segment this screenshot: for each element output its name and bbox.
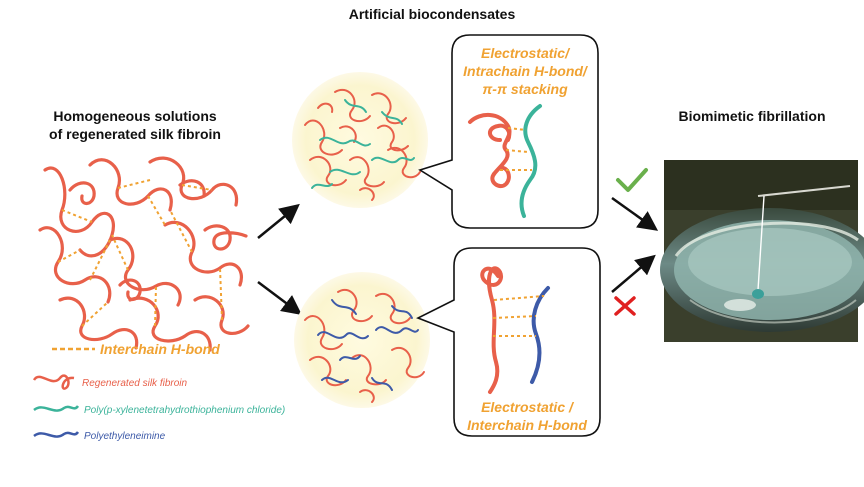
title-artificial-biocondensates: Artificial biocondensates [349, 6, 516, 22]
arrow-to-top-condensate [257, 203, 300, 239]
top-bubble-line1: Electrostatic/ [481, 45, 571, 61]
title-homogeneous-line1: Homogeneous solutions [53, 108, 217, 124]
legend-silk-swatch [32, 374, 75, 390]
top-bubble-hbonds [500, 127, 532, 171]
bottom-interaction-bubble [416, 247, 601, 437]
title-biomimetic-fibrillation: Biomimetic fibrillation [678, 108, 825, 124]
bottom-bubble-hbonds [492, 295, 545, 337]
arrow-success-fibrillation [611, 196, 659, 231]
legend-silk-label: Regenerated silk fibroin [82, 378, 187, 389]
top-condensate-circle [292, 72, 428, 208]
top-bubble-line3: π-π stacking [482, 81, 568, 97]
top-bubble-chains [468, 104, 542, 218]
legend-pei-swatch [33, 431, 80, 438]
bottom-bubble-chains [480, 266, 550, 394]
fibrillation-photo [660, 160, 864, 342]
arrow-failed-fibrillation [611, 254, 656, 293]
legend-interchain-hbond: Interchain H-bond [100, 341, 220, 357]
bottom-condensate-circle [294, 272, 430, 408]
arrow-to-bottom-condensate [257, 281, 302, 315]
check-icon [616, 168, 648, 192]
legend-pei-label: Polyethyleneimine [84, 431, 166, 442]
bottom-bubble-line1: Electrostatic / [481, 399, 575, 415]
bottom-bubble-line2: Interchain H-bond [467, 417, 587, 433]
bottom-condensate-chains [304, 289, 425, 403]
legend-pxtc-label: Poly(p-xylenetetrahydrothiophenium chlor… [84, 405, 285, 416]
interchain-hbond-dashes [57, 179, 223, 327]
cross-icon [614, 296, 636, 316]
top-condensate-chains [304, 89, 421, 201]
title-homogeneous-line2: of regenerated silk fibroin [49, 126, 221, 142]
silk-fibroin-network [38, 156, 250, 352]
legend-pxtc-swatch [33, 405, 80, 412]
top-bubble-line2: Intrachain H-bond/ [463, 63, 589, 79]
